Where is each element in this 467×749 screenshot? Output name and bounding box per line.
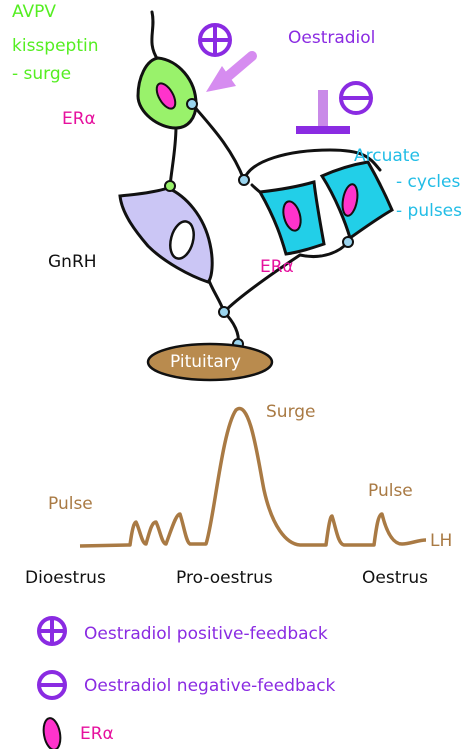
avpv-label: AVPV: [12, 2, 56, 22]
pulse-label-left: Pulse: [48, 494, 93, 514]
lh-label: LH: [430, 531, 452, 551]
minus-circle-icon: [341, 83, 371, 113]
surge-label: Surge: [266, 402, 316, 422]
legend-minus-circle-icon: [39, 672, 65, 698]
er-alpha-icon: [41, 717, 62, 749]
gnrh-neuron: [120, 188, 212, 282]
er-alpha-label-mid: ERα: [260, 257, 294, 277]
synapse-avpv-out: [187, 99, 197, 109]
oestradiol-label: Oestradiol: [288, 28, 375, 48]
arcuate-pulses-label: - pulses: [396, 201, 462, 221]
legend-plus-circle-icon: [39, 618, 65, 644]
synapse-arcuate-in: [239, 175, 249, 185]
synapse-gnrh-in: [165, 181, 175, 191]
synapse-median-eminence: [219, 307, 229, 317]
plus-circle-icon: [200, 25, 230, 55]
legend-positive-feedback-label: Oestradiol positive-feedback: [84, 624, 328, 644]
phase-label-pro-oestrus: Pro-oestrus: [176, 568, 273, 588]
legend-er-alpha-label: ERα: [80, 724, 114, 744]
kisspeptin-label: kisspeptin: [12, 36, 99, 56]
avpv-to-arcuate-axon: [192, 104, 244, 180]
phase-label-dioestrus: Dioestrus: [25, 568, 106, 588]
surge-role-label: - surge: [12, 64, 71, 84]
avpv-dendrite: [152, 12, 158, 60]
phase-label-oestrus: Oestrus: [362, 568, 428, 588]
lh-trace: [80, 408, 426, 546]
synapse-arcuate-out: [343, 237, 353, 247]
arcuate-cycles-label: - cycles: [396, 172, 460, 192]
positive-feedback-arrow: [206, 56, 252, 92]
legend-negative-feedback-label: Oestradiol negative-feedback: [84, 676, 335, 696]
arcuate-label: Arcuate: [354, 146, 420, 166]
gnrh-label: GnRH: [48, 252, 97, 272]
er-alpha-label-top: ERα: [62, 109, 96, 129]
pulse-label-right: Pulse: [368, 481, 413, 501]
avpv-to-gnrh-axon: [170, 126, 176, 186]
pituitary-label: Pituitary: [170, 352, 241, 372]
